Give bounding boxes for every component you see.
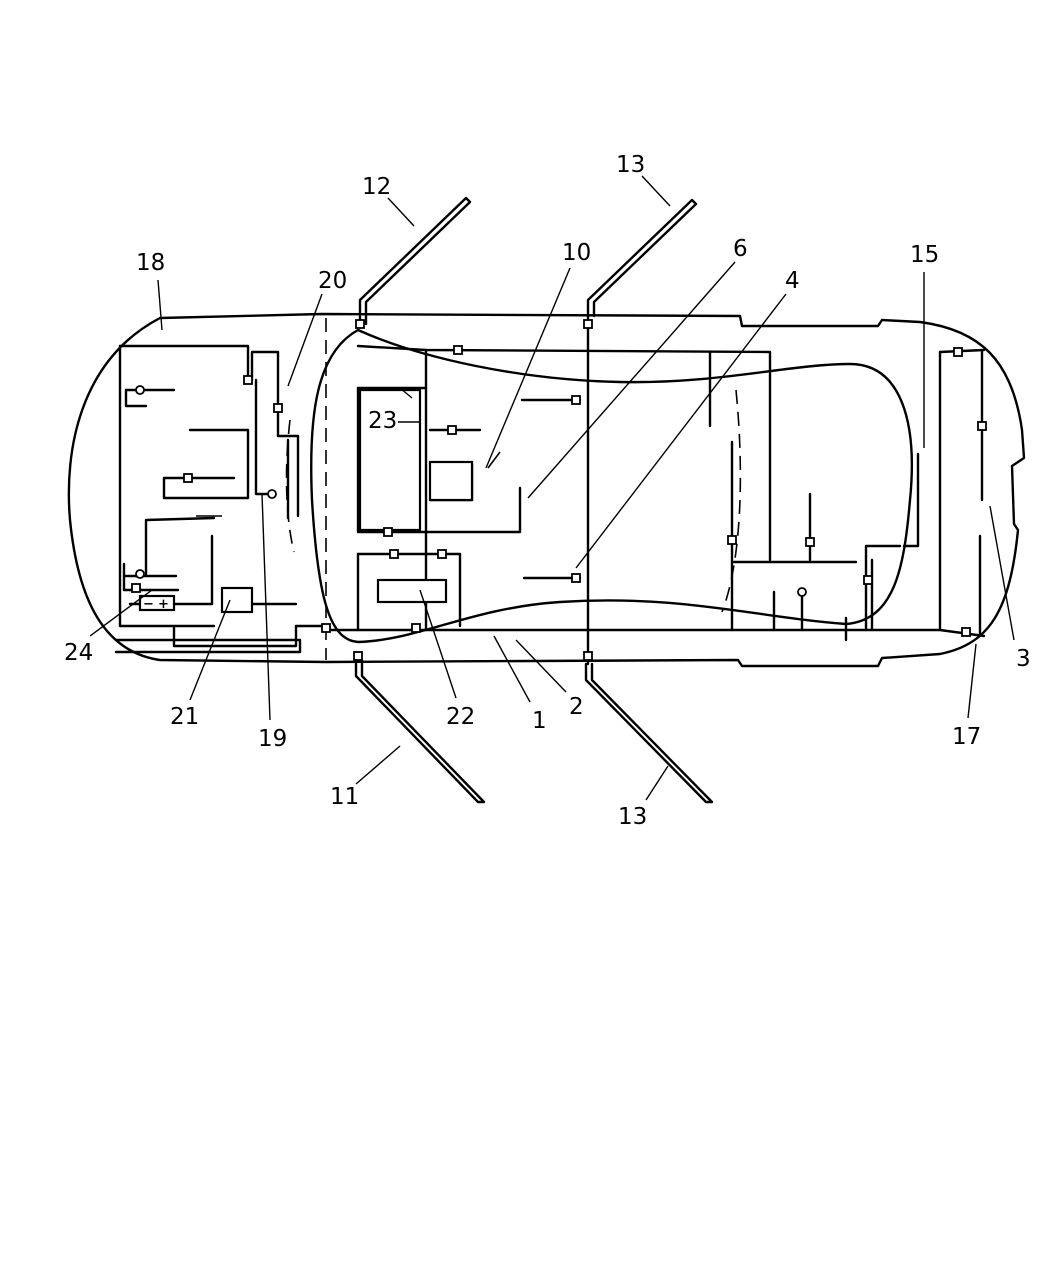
callout-11: 11 bbox=[330, 784, 359, 810]
door-harnesses bbox=[354, 196, 714, 804]
connector-icon bbox=[977, 421, 987, 431]
engine-compartment-harness bbox=[118, 344, 328, 648]
ground-point-icon bbox=[135, 385, 145, 395]
callout-18: 18 bbox=[136, 250, 165, 276]
ground-point-icon bbox=[135, 569, 145, 579]
ground-point-icon bbox=[267, 489, 277, 499]
components: − + bbox=[138, 388, 474, 614]
glove-box-module bbox=[358, 388, 422, 532]
connector-icon bbox=[453, 345, 463, 355]
callout-10: 10 bbox=[562, 240, 591, 266]
callout-19: 19 bbox=[258, 726, 287, 752]
connector-icon bbox=[727, 535, 737, 545]
connector-icon bbox=[243, 375, 253, 385]
connector-icon bbox=[131, 583, 141, 593]
callout-2: 2 bbox=[569, 694, 584, 720]
connector-icon bbox=[321, 623, 331, 633]
callout-17: 17 bbox=[952, 724, 981, 750]
leader-lines bbox=[89, 175, 1015, 801]
connector-icon bbox=[583, 651, 593, 661]
callout-1: 1 bbox=[532, 708, 547, 734]
fuse-block bbox=[428, 460, 474, 502]
connector-icon bbox=[411, 623, 421, 633]
main-harness bbox=[324, 314, 986, 666]
callout-22: 22 bbox=[446, 704, 475, 730]
connector-icon bbox=[447, 425, 457, 435]
connector-icon bbox=[389, 549, 399, 559]
connector-icon bbox=[383, 527, 393, 537]
callout-23: 23 bbox=[368, 408, 397, 434]
connector-icon bbox=[805, 537, 815, 547]
connector-icon bbox=[353, 651, 363, 661]
connector-icon bbox=[437, 549, 447, 559]
connector-icon bbox=[863, 575, 873, 585]
junction-block bbox=[376, 578, 448, 604]
connector-icon bbox=[583, 319, 593, 329]
callout-labels: 12 13 18 20 10 6 4 15 23 3 24 21 19 22 1… bbox=[64, 152, 1031, 830]
battery-positive-symbol: + bbox=[158, 597, 169, 612]
connector-icon bbox=[183, 473, 193, 483]
connector-icon bbox=[953, 347, 963, 357]
callout-4: 4 bbox=[785, 268, 800, 294]
battery-negative-symbol: − bbox=[143, 597, 154, 612]
callout-24: 24 bbox=[64, 640, 93, 666]
connector-icon bbox=[273, 403, 283, 413]
callout-15: 15 bbox=[910, 242, 939, 268]
connector-icon bbox=[571, 395, 581, 405]
callout-20: 20 bbox=[318, 268, 347, 294]
callout-13-top: 13 bbox=[616, 152, 645, 178]
battery bbox=[138, 594, 176, 612]
callout-21: 21 bbox=[170, 704, 199, 730]
ground-point-icon bbox=[797, 587, 807, 597]
callout-13-bottom: 13 bbox=[618, 804, 647, 830]
vehicle-body-outline bbox=[67, 312, 1026, 668]
connectors bbox=[131, 319, 987, 661]
callout-3: 3 bbox=[1016, 646, 1031, 672]
connector-icon bbox=[961, 627, 971, 637]
callout-12: 12 bbox=[362, 174, 391, 200]
connector-icon bbox=[355, 319, 365, 329]
connector-icon bbox=[571, 573, 581, 583]
callout-6: 6 bbox=[733, 236, 748, 262]
